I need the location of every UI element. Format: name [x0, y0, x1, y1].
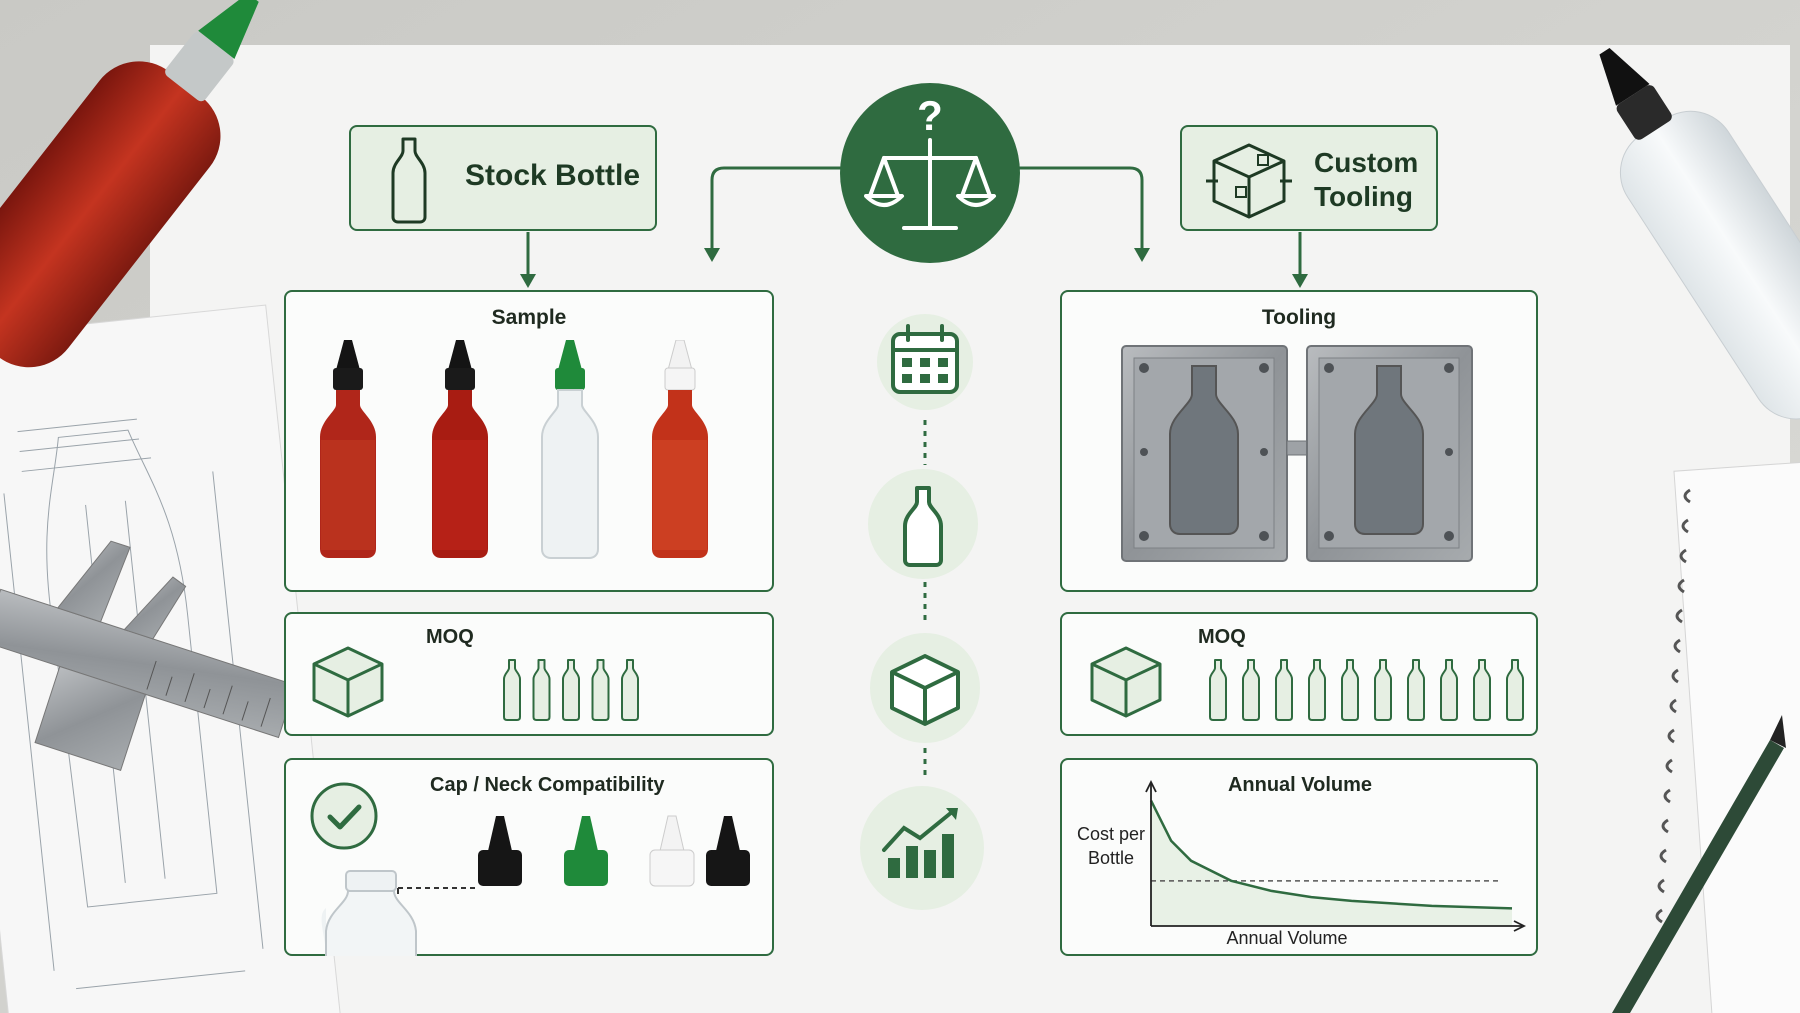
sample-bottle-black-cap-dark-red: [432, 340, 488, 558]
right-moq-bottle-1: [1209, 659, 1227, 721]
sample-bottle-white-cap-red: [652, 340, 708, 558]
check-circle-icon: [310, 782, 378, 850]
stock-bottle-header: Stock Bottle: [349, 125, 657, 231]
right-moq-bottle-row: [1209, 659, 1524, 721]
cap-compatibility-visual: [321, 815, 750, 956]
caliper-decor: [0, 540, 297, 771]
left-moq-bottle-5: [621, 659, 639, 721]
y-axis-arrow: [1145, 779, 1157, 793]
tooling-title: Tooling: [1261, 306, 1337, 329]
left-moq-bottle-row: [503, 659, 639, 721]
chart-ylabel-line1: Cost per: [1076, 824, 1146, 844]
custom-tooling-header: Custom Tooling: [1180, 125, 1438, 231]
bottle-outline-icon: [391, 137, 427, 224]
right-moq-bottle-2: [1242, 659, 1260, 721]
clear-bottle-decor: [1599, 47, 1800, 420]
annual-volume-panel: Annual Volume Cost per Bottle Annual Vol…: [1060, 758, 1538, 956]
box-icon: [312, 646, 384, 718]
right-moq-bottle-7: [1407, 659, 1425, 721]
left-moq-title: MOQ: [426, 626, 474, 648]
cap-neck-title: Cap / Neck Compatibility: [430, 774, 665, 796]
left-moq-panel: MOQ: [284, 612, 774, 736]
left-moq-bottle-4: [591, 659, 610, 721]
right-moq-bottle-8: [1440, 659, 1458, 721]
notebook-decor: [1653, 461, 1800, 1013]
right-moq-title: MOQ: [1198, 626, 1246, 648]
cost-curve-chart: [1145, 779, 1527, 932]
chart-ylabel-line2: Bottle: [1087, 848, 1135, 868]
right-moq-bottle-6: [1374, 659, 1392, 721]
tooling-panel: Tooling: [1060, 290, 1538, 592]
chart-xlabel: Annual Volume: [1226, 928, 1348, 948]
mold-halves-visual: [1121, 345, 1473, 562]
cap-green: [564, 816, 608, 886]
cap-black-2: [706, 816, 750, 886]
sample-bottle-black-cap-red: [320, 340, 376, 558]
left-moq-bottle-1: [503, 659, 521, 721]
clear-bottle-neck: [325, 870, 417, 956]
mold-half-right: [1306, 345, 1473, 562]
right-moq-panel: MOQ: [1060, 612, 1538, 736]
cap-white: [649, 815, 695, 887]
custom-tooling-title-line1: Custom: [1314, 147, 1419, 178]
stock-bottle-title: Stock Bottle: [465, 159, 641, 192]
cost-curve-line: [1149, 799, 1513, 910]
box-icon-right: [1090, 646, 1162, 718]
left-moq-bottle-2: [532, 659, 551, 721]
x-axis-arrow: [1513, 920, 1527, 932]
right-moq-bottle-4: [1308, 659, 1326, 721]
mold-half-left: [1121, 345, 1318, 562]
mold-cube-icon: [1206, 143, 1292, 219]
sample-bottles: [320, 340, 708, 559]
cap-black-1: [478, 816, 522, 886]
annual-volume-title: Annual Volume: [1227, 774, 1373, 796]
right-moq-bottle-3: [1275, 659, 1293, 721]
red-sauce-bottle-decor: [0, 0, 259, 368]
right-moq-bottle-9: [1473, 659, 1491, 721]
sample-panel: Sample: [284, 290, 774, 592]
sample-title: Sample: [491, 306, 567, 329]
left-moq-bottle-3: [562, 659, 580, 721]
pen-decor: [1612, 715, 1786, 1013]
right-moq-bottle-10: [1506, 659, 1524, 721]
right-moq-bottle-5: [1341, 659, 1359, 721]
cap-neck-panel: Cap / Neck Compatibility: [284, 758, 774, 956]
curve-area-fill: [1151, 800, 1512, 926]
custom-tooling-title-line2: Tooling: [1314, 181, 1413, 212]
sample-bottle-green-cap-clear: [541, 340, 599, 559]
